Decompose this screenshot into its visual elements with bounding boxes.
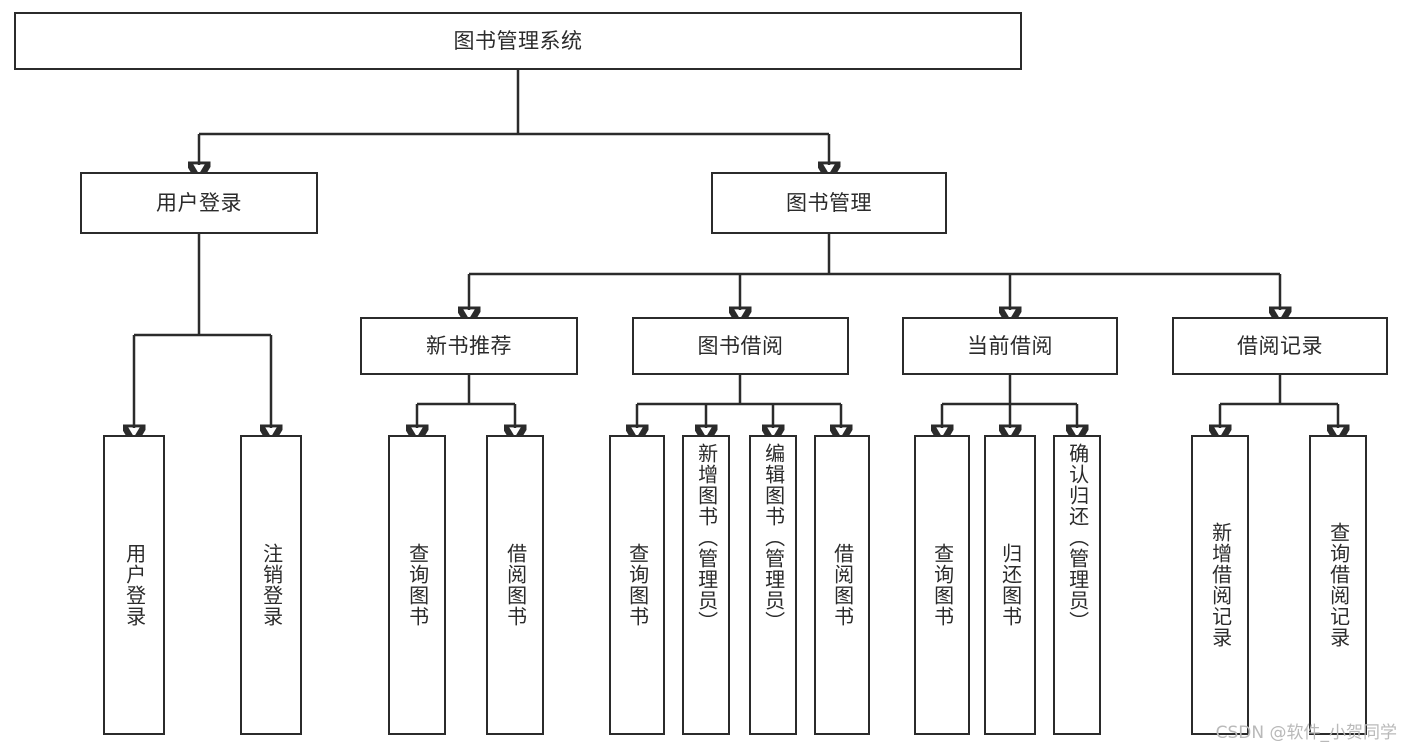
- node-leaf-add-book-admin[interactable]: 新增图书（管理员）: [682, 435, 730, 735]
- node-current-borrow-label: 当前借阅: [967, 333, 1053, 358]
- node-leaf-edit-book-admin[interactable]: 编辑图书（管理员）: [749, 435, 797, 735]
- node-leaf-label: 新增图书（管理员）: [694, 443, 719, 632]
- csdn-watermark: CSDN @软件_小贺同学: [1215, 723, 1397, 743]
- node-root-system[interactable]: 图书管理系统: [14, 12, 1022, 70]
- node-current-borrow[interactable]: 当前借阅: [902, 317, 1118, 375]
- node-leaf-label: 查询图书: [930, 543, 955, 627]
- node-book-borrow[interactable]: 图书借阅: [632, 317, 849, 375]
- node-leaf-label: 借阅图书: [503, 543, 528, 627]
- node-leaf-query-book-recommend[interactable]: 查询图书: [388, 435, 446, 735]
- node-leaf-label: 查询图书: [405, 543, 430, 627]
- node-leaf-query-book-current[interactable]: 查询图书: [914, 435, 970, 735]
- node-leaf-user-login[interactable]: 用户登录: [103, 435, 165, 735]
- node-leaf-label: 借阅图书: [830, 543, 855, 627]
- node-leaf-borrow-book-recommend[interactable]: 借阅图书: [486, 435, 544, 735]
- node-leaf-label: 查询借阅记录: [1326, 522, 1351, 648]
- node-user-login-label: 用户登录: [156, 190, 242, 215]
- node-book-management[interactable]: 图书管理: [711, 172, 947, 234]
- node-user-login[interactable]: 用户登录: [80, 172, 318, 234]
- node-borrow-record-label: 借阅记录: [1237, 333, 1323, 358]
- node-leaf-logout[interactable]: 注销登录: [240, 435, 302, 735]
- node-leaf-label: 注销登录: [259, 543, 284, 627]
- node-leaf-query-book-borrow[interactable]: 查询图书: [609, 435, 665, 735]
- node-leaf-label: 确认归还（管理员）: [1065, 443, 1090, 632]
- node-leaf-label: 用户登录: [122, 543, 147, 627]
- node-new-book-recommend[interactable]: 新书推荐: [360, 317, 578, 375]
- node-leaf-return-book[interactable]: 归还图书: [984, 435, 1036, 735]
- node-root-label: 图书管理系统: [453, 28, 583, 53]
- node-book-management-label: 图书管理: [786, 190, 872, 215]
- node-leaf-label: 查询图书: [625, 543, 650, 627]
- node-leaf-confirm-return-admin[interactable]: 确认归还（管理员）: [1053, 435, 1101, 735]
- node-book-borrow-label: 图书借阅: [697, 333, 784, 358]
- node-leaf-lend-book[interactable]: 借阅图书: [814, 435, 870, 735]
- node-new-book-recommend-label: 新书推荐: [426, 333, 512, 358]
- node-leaf-add-borrow-record[interactable]: 新增借阅记录: [1191, 435, 1249, 735]
- node-leaf-query-borrow-record[interactable]: 查询借阅记录: [1309, 435, 1367, 735]
- node-leaf-label: 归还图书: [998, 543, 1023, 627]
- node-borrow-record[interactable]: 借阅记录: [1172, 317, 1388, 375]
- node-leaf-label: 编辑图书（管理员）: [761, 443, 786, 632]
- node-leaf-label: 新增借阅记录: [1208, 522, 1233, 648]
